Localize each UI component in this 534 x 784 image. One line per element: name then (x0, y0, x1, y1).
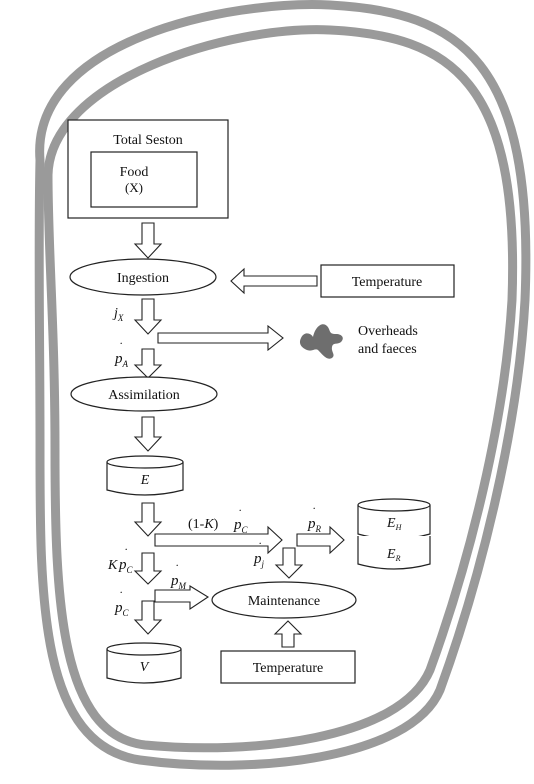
temperature-bottom-label: Temperature (253, 661, 324, 676)
structure-label: V (140, 660, 150, 675)
structure-cylinder-top (106, 642, 182, 656)
flow-pa-dot: ˙ (119, 339, 123, 354)
arrow-k-branch-down (133, 552, 163, 585)
flow-kpc-k: K (107, 558, 118, 573)
temperature-bottom-box (220, 650, 356, 684)
flow-one-minus-k: (1-K) (188, 517, 219, 532)
maintenance-label: Maintenance (248, 594, 320, 609)
arrow-to-assimilation-b (133, 348, 163, 379)
flow-pc-top: pC (233, 517, 249, 535)
overheads-label: Overheads (358, 324, 418, 339)
maintenance-node (211, 581, 357, 619)
arrow-to-reproduction (296, 525, 345, 555)
shell-outline-inner (43, 25, 518, 753)
temperature-top-label: Temperature (352, 275, 423, 290)
flow-pc-low-dot: ˙ (119, 588, 123, 603)
arrow-reserve-down (133, 502, 163, 537)
temperature-top-box (320, 264, 455, 298)
reserve-label: E (140, 473, 150, 488)
arrow-assimilation-to-reserve (133, 416, 163, 452)
arrow-ingestion-to-assimilation-a (133, 298, 163, 335)
arrow-to-maturity-maintenance (274, 547, 304, 579)
maturity-cylinder-top (357, 498, 431, 512)
arrow-to-overheads (157, 324, 284, 352)
food-label: Food (120, 165, 149, 180)
food-box (90, 151, 198, 208)
arrow-to-structure (133, 600, 163, 635)
shell-outline-outer (34, 0, 531, 770)
reserve-cylinder-top (106, 455, 184, 469)
arrow-temperature-to-maintenance (273, 620, 303, 648)
reserve-cylinder (106, 462, 184, 496)
assimilation-node (70, 376, 218, 412)
flow-pc-low: pC (114, 600, 130, 618)
flow-pr-dot: ˙ (312, 504, 316, 519)
flow-pr: pR (307, 516, 322, 534)
flow-kpc-p: pC (118, 557, 134, 575)
flow-pa: pA (114, 351, 129, 369)
faeces-icon (299, 324, 343, 359)
structure-cylinder (106, 649, 182, 684)
flow-pc-top-dot: ˙ (238, 506, 242, 521)
faeces-label: and faeces (358, 342, 417, 357)
flow-pj: pj (253, 551, 265, 569)
reproduction-cylinder (357, 536, 431, 570)
food-symbol: (X) (125, 180, 143, 195)
arrow-seston-to-ingestion (133, 222, 163, 259)
maturity-label: EH (386, 516, 403, 532)
arrow-pm-to-maintenance (154, 585, 210, 611)
arrow-temperature-to-ingestion (230, 267, 318, 295)
flow-pm: pM (170, 573, 187, 591)
ingestion-label: Ingestion (117, 271, 169, 286)
ingestion-node (69, 258, 217, 296)
flow-jx: jX (112, 306, 124, 323)
reproduction-label: ER (386, 547, 401, 563)
assimilation-label: Assimilation (108, 388, 180, 403)
total-seston-label: Total Seston (113, 133, 182, 148)
arrow-reserve-to-maturity-branch (154, 525, 283, 555)
flow-pj-dot: ˙ (258, 539, 262, 554)
flow-kpc-dot: ˙ (124, 545, 128, 560)
flow-pm-dot: ˙ (175, 561, 179, 576)
